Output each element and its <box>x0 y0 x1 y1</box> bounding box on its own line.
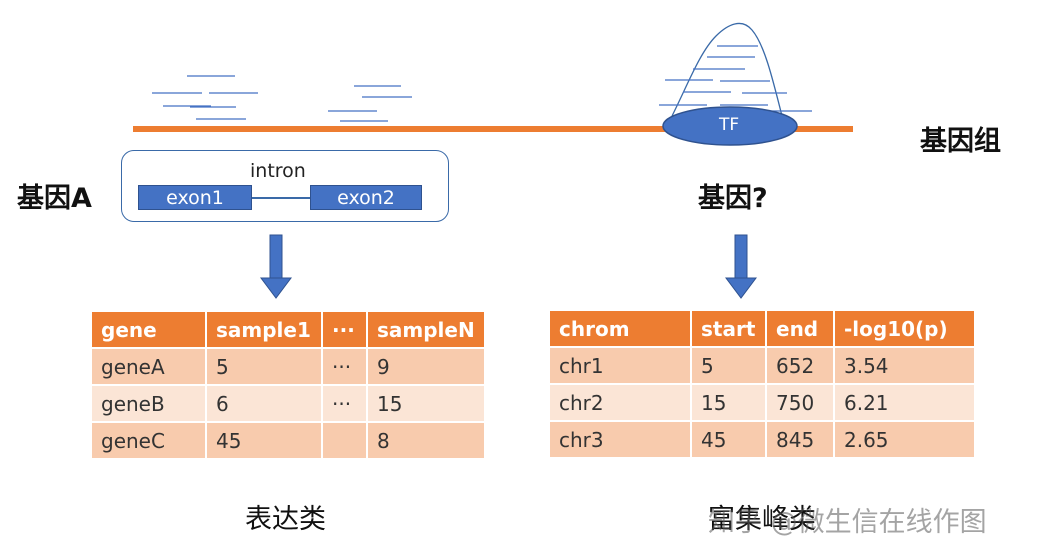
table-row: chr1 5 652 3.54 <box>550 348 976 385</box>
table-cell: 8 <box>368 423 486 460</box>
table-cell: geneB <box>92 386 207 423</box>
header-cell: end <box>767 311 835 348</box>
table-cell: chr2 <box>550 385 692 422</box>
table-row: chr3 45 845 2.65 <box>550 422 976 459</box>
table-cell: 750 <box>767 385 835 422</box>
header-cell: sampleN <box>368 312 486 349</box>
table-cell: 45 <box>692 422 767 459</box>
table-cell: 15 <box>692 385 767 422</box>
intron-line <box>252 197 310 199</box>
table-cell: 845 <box>767 422 835 459</box>
table-cell: 3.54 <box>835 348 976 385</box>
table-cell: 2.65 <box>835 422 976 459</box>
genome-label: 基因组 <box>920 126 1001 157</box>
gene-unknown-label: 基因? <box>698 183 768 214</box>
gene-a-label: 基因A <box>17 183 92 214</box>
expression-table: gene sample1 ··· sampleN geneA 5 ··· 9 g… <box>92 312 486 460</box>
table-cell: 6 <box>207 386 323 423</box>
table-cell: geneC <box>92 423 207 460</box>
watermark: 知乎 @微生信在线作图 <box>708 507 987 538</box>
arrow-right <box>725 234 757 299</box>
table-header-row: chrom start end -log10(p) <box>550 311 976 348</box>
reads-peak <box>659 45 812 112</box>
header-cell: start <box>692 311 767 348</box>
header-cell: ··· <box>323 312 368 349</box>
table-cell: 15 <box>368 386 486 423</box>
table-row: geneC 45 8 <box>92 423 486 460</box>
tf-ellipse <box>662 106 798 146</box>
exon2-block: exon2 <box>310 185 422 210</box>
peak-curve <box>671 22 783 117</box>
table-cell: 5 <box>692 348 767 385</box>
header-cell: chrom <box>550 311 692 348</box>
peak-table: chrom start end -log10(p) chr1 5 652 3.5… <box>550 311 976 459</box>
header-cell: -log10(p) <box>835 311 976 348</box>
reads-middle <box>328 85 412 122</box>
header-cell: sample1 <box>207 312 323 349</box>
table-cell: 45 <box>207 423 323 460</box>
exon1-block: exon1 <box>138 185 252 210</box>
table-row: geneA 5 ··· 9 <box>92 349 486 386</box>
tf-label: TF <box>719 115 740 135</box>
table-cell: geneA <box>92 349 207 386</box>
table-row: chr2 15 750 6.21 <box>550 385 976 422</box>
table-cell: chr3 <box>550 422 692 459</box>
table-cell: 6.21 <box>835 385 976 422</box>
table-cell: ··· <box>323 386 368 423</box>
table-row: geneB 6 ··· 15 <box>92 386 486 423</box>
table-cell: 5 <box>207 349 323 386</box>
caption-peak: 富集峰类 <box>708 504 816 535</box>
table-cell: 652 <box>767 348 835 385</box>
table-cell <box>323 423 368 460</box>
header-cell: gene <box>92 312 207 349</box>
gene-structure-box <box>121 150 449 222</box>
table-cell: chr1 <box>550 348 692 385</box>
table-cell: ··· <box>323 349 368 386</box>
table-cell: 9 <box>368 349 486 386</box>
caption-expression: 表达类 <box>245 504 326 535</box>
intron-label: intron <box>250 160 306 182</box>
arrow-left <box>260 234 292 299</box>
reads-left <box>152 75 258 120</box>
table-header-row: gene sample1 ··· sampleN <box>92 312 486 349</box>
